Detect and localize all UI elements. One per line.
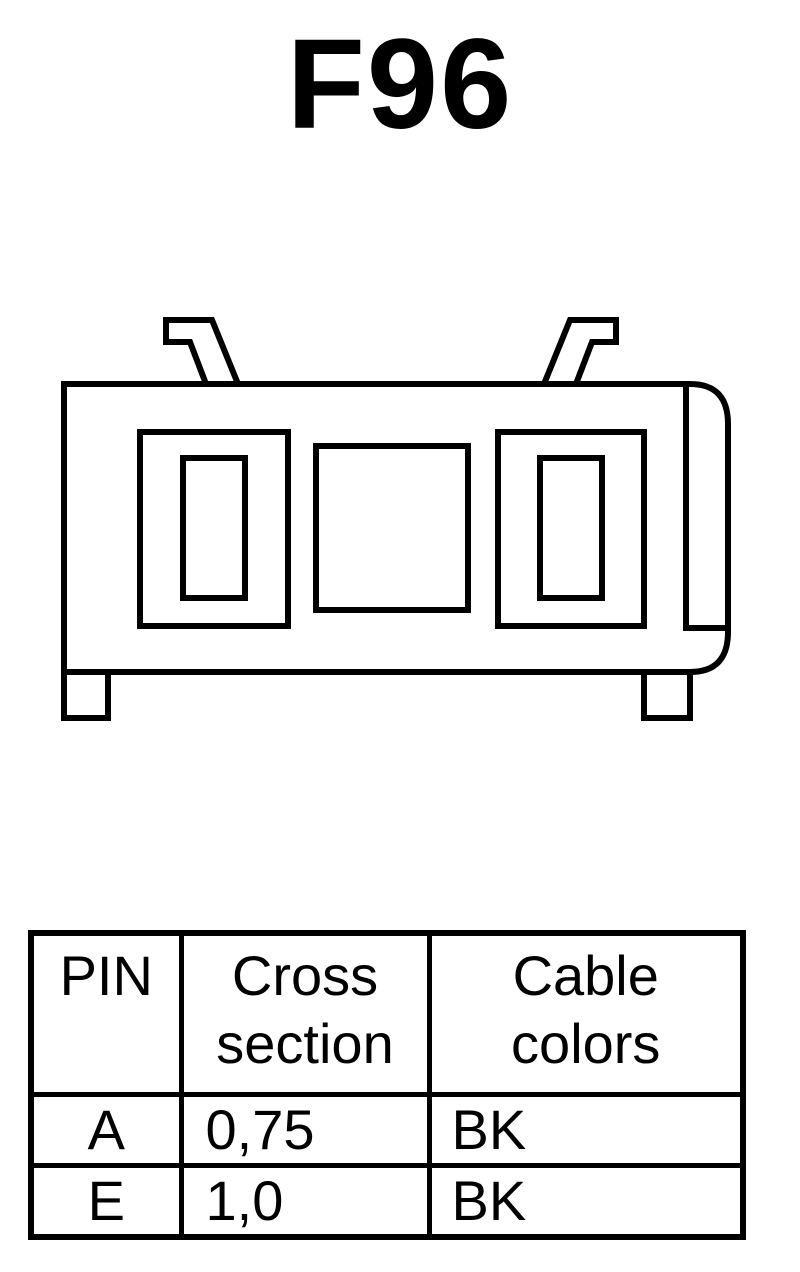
pin-table: PIN Cross section Cable colors A 0,75 BK… (28, 930, 746, 1240)
center-block (313, 443, 471, 613)
pin-contact-right (537, 455, 605, 601)
header-pin: PIN (28, 930, 184, 1097)
pin-cavity-left (137, 429, 291, 629)
left-latch (163, 317, 243, 387)
housing-side-ridge (683, 384, 728, 631)
pin-cell: E (28, 1163, 184, 1240)
pin-cavity-right (495, 429, 647, 629)
header-cable-colors-line1: Cable (512, 944, 659, 1007)
table-row: E 1,0 BK (28, 1163, 746, 1240)
table-header-row: PIN Cross section Cable colors (28, 930, 746, 1097)
right-latch (539, 317, 619, 387)
right-foot (641, 672, 693, 721)
table-row: A 0,75 BK (28, 1092, 746, 1168)
cable-color-cell: BK (426, 1092, 746, 1168)
cross-section-cell: 0,75 (178, 1092, 432, 1168)
connector-title: F96 (286, 13, 514, 156)
header-cross-section: Cross section (178, 930, 432, 1097)
header-cross-section-line2: section (216, 1012, 394, 1075)
cross-section-cell: 1,0 (178, 1163, 432, 1240)
header-cross-section-line1: Cross (231, 944, 379, 1007)
connector-diagram (61, 317, 731, 721)
left-foot (61, 672, 111, 721)
header-pin-label: PIN (59, 944, 153, 1007)
header-cable-colors: Cable colors (426, 930, 746, 1097)
pin-contact-left (180, 455, 248, 601)
cable-color-cell: BK (426, 1163, 746, 1240)
connector-housing (61, 381, 731, 675)
header-cable-colors-line2: colors (511, 1012, 661, 1075)
pin-cell: A (28, 1092, 184, 1168)
